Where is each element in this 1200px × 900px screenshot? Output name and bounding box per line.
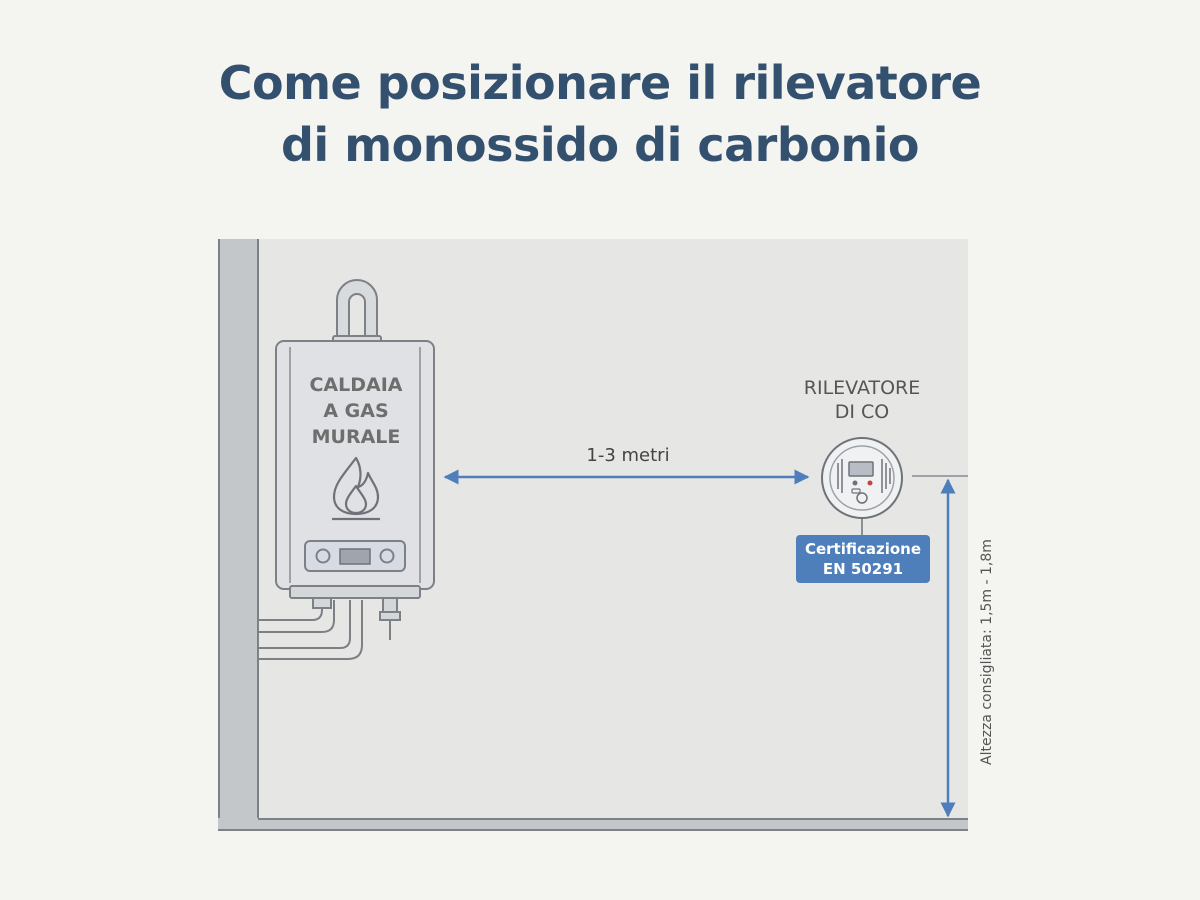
certification-line-1: Certificazione <box>804 540 922 558</box>
height-label: Altezza consigliata: 1,5m - 1,8m <box>979 539 995 765</box>
detector-button <box>851 488 861 494</box>
detector-display <box>848 461 874 477</box>
page-title: Come posizionare il rilevatore di monoss… <box>0 52 1200 176</box>
boiler-label-line-3: MURALE <box>311 426 401 448</box>
co-detector-icon <box>821 437 903 535</box>
detector-led-green <box>852 480 858 486</box>
certification-badge: Certificazione EN 50291 <box>796 535 930 583</box>
boiler-label: CALDAIA A GAS MURALE <box>276 372 436 450</box>
boiler-display <box>339 548 371 565</box>
boiler <box>275 340 435 599</box>
left-wall <box>218 239 258 831</box>
certification-line-2: EN 50291 <box>822 560 904 578</box>
control-knob-left <box>315 548 331 564</box>
floor <box>218 818 968 831</box>
boiler-label-line-2: A GAS <box>323 400 389 422</box>
detector-label-line-2: DI CO <box>834 401 890 423</box>
detector-test-button <box>856 492 868 504</box>
control-panel <box>304 540 406 572</box>
title-line-1: Come posizionare il rilevatore <box>218 56 982 110</box>
distance-label: 1-3 metri <box>586 445 670 466</box>
gas-pipes <box>258 600 363 660</box>
flame-icon <box>332 456 380 521</box>
detector-inner-ring <box>829 445 895 511</box>
control-knob-right <box>379 548 395 564</box>
boiler-label-line-1: CALDAIA <box>309 374 403 396</box>
detector-label-line-1: RILEVATORE <box>803 377 921 399</box>
detector-label: RILEVATORE DI CO <box>772 376 952 424</box>
detector-led-red <box>867 480 873 486</box>
boiler-base <box>289 585 421 599</box>
detector-vents <box>837 459 891 493</box>
title-line-2: di monossido di carbonio <box>280 118 920 172</box>
gas-valve <box>312 597 332 609</box>
